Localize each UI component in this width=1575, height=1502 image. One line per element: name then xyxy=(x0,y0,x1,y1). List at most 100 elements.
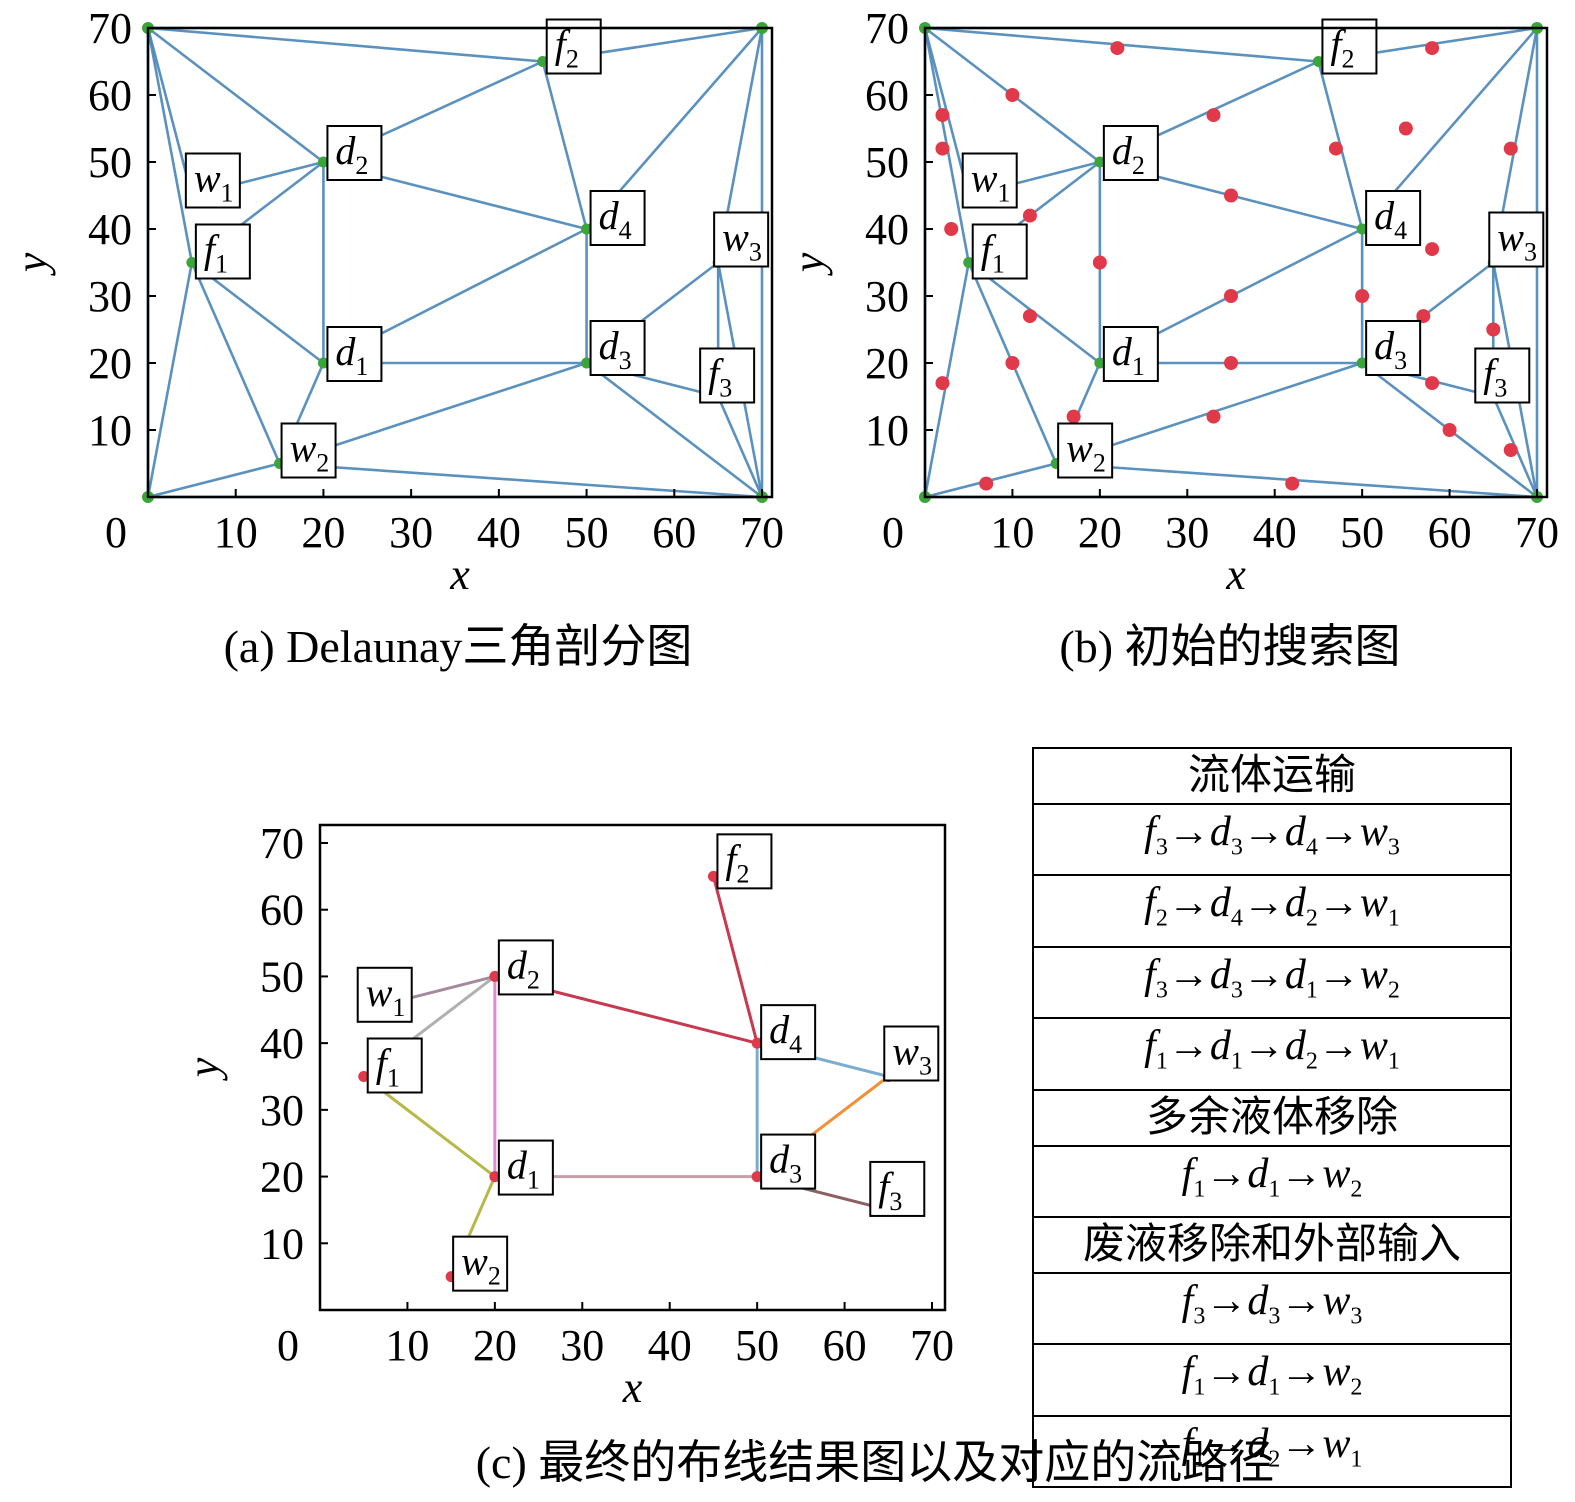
search-midpoint xyxy=(1328,141,1343,156)
search-midpoint xyxy=(1224,289,1238,303)
x-tick-label: 50 xyxy=(735,1321,779,1370)
flow-table-path: f3→d3→w3 xyxy=(1032,1271,1512,1346)
search-midpoint xyxy=(1425,376,1440,391)
node-label-d4: d4 xyxy=(769,1007,802,1059)
node-label-box xyxy=(366,1037,423,1094)
x-axis-label: x xyxy=(1225,550,1246,599)
node-label-box xyxy=(1102,326,1159,382)
search-midpoint xyxy=(935,108,950,123)
node-f1 xyxy=(358,1071,370,1082)
triangulation-edge xyxy=(147,26,543,63)
node-label-d1: d1 xyxy=(1112,329,1145,381)
search-midpoint xyxy=(1503,443,1518,458)
x-tick-label: 10 xyxy=(990,508,1034,557)
x-tick-label: 70 xyxy=(910,1321,954,1370)
triangulation-edge xyxy=(279,462,763,499)
node-label-box xyxy=(699,347,756,404)
node-d1 xyxy=(317,357,329,369)
node-d4 xyxy=(751,1037,763,1049)
x-tick-label: 60 xyxy=(1428,508,1472,557)
node-label-w2: w2 xyxy=(461,1239,501,1291)
y-tick-label: 40 xyxy=(865,205,909,254)
y-tick-label: 70 xyxy=(865,4,909,53)
node-label-d4: d4 xyxy=(599,193,632,245)
flow-table-path: f1→d1→d2→w1 xyxy=(1032,1017,1512,1091)
node-d3 xyxy=(1356,357,1368,369)
y-tick-label: 10 xyxy=(865,406,909,455)
triangulation-edge xyxy=(146,27,194,263)
node-label-box xyxy=(452,1235,509,1292)
flow-table-path: f1→d2→w1 xyxy=(1032,1414,1512,1489)
flow-table-row: f2→d4→d2→w1 xyxy=(1032,874,1512,948)
x-tick-label: 60 xyxy=(823,1321,867,1370)
node-f2 xyxy=(537,56,549,67)
flow-table-path: f3→d3→d1→w2 xyxy=(1032,945,1512,1020)
flow-table-row: f3→d3→w3 xyxy=(1032,1271,1512,1346)
triangulation-edge xyxy=(716,395,764,498)
node-d3 xyxy=(581,357,593,369)
node-d4 xyxy=(581,223,593,235)
x-tick-label: 0 xyxy=(277,1321,299,1370)
search-midpoint xyxy=(935,376,950,391)
flow-table-row: f3→d3→d4→w3 xyxy=(1032,802,1512,877)
x-tick-label: 0 xyxy=(882,508,904,557)
y-tick-label: 20 xyxy=(88,339,132,388)
node-label-box xyxy=(760,1133,817,1190)
search-midpoint xyxy=(1285,476,1300,491)
node-label-d3: d3 xyxy=(1374,323,1407,375)
y-axis-label: y xyxy=(7,252,56,276)
node-label-box xyxy=(356,966,413,1023)
node-label-box xyxy=(1365,190,1422,246)
search-midpoint xyxy=(1092,255,1107,270)
node-label-box xyxy=(326,125,383,181)
search-midpoint xyxy=(1005,356,1020,370)
x-tick-label: 30 xyxy=(1165,508,1209,557)
plot-frame xyxy=(146,26,774,499)
node-label-w3: w3 xyxy=(1497,215,1537,267)
node-label-w1: w1 xyxy=(971,156,1011,208)
y-tick-label: 40 xyxy=(88,205,132,254)
flow-table-section-header: 废液移除和外部输入 xyxy=(1032,1215,1512,1274)
search-midpoint xyxy=(1224,356,1238,370)
search-midpoint xyxy=(1503,141,1518,156)
x-tick-label: 50 xyxy=(565,508,609,557)
x-tick-label: 10 xyxy=(214,508,258,557)
x-tick-label: 0 xyxy=(105,508,127,557)
y-axis-label: y xyxy=(179,1057,228,1081)
node-label-d2: d2 xyxy=(1112,128,1145,180)
panel-caption: (b) 初始的搜索图 xyxy=(1059,621,1400,672)
node-label-box xyxy=(1102,125,1159,181)
triangulation-edge xyxy=(190,261,281,465)
node-f2 xyxy=(1312,56,1324,67)
search-midpoint xyxy=(1425,41,1440,56)
flow-table-row: 废液移除和外部输入 xyxy=(1032,1215,1512,1274)
search-midpoint xyxy=(1398,121,1413,136)
triangulation-edge xyxy=(146,262,194,498)
node-label-box xyxy=(589,320,646,376)
node-label-d2: d2 xyxy=(335,128,368,180)
y-tick-label: 30 xyxy=(260,1086,304,1135)
node-label-box xyxy=(280,422,337,479)
node-label-box xyxy=(497,1139,554,1196)
node-d3 xyxy=(751,1171,763,1183)
triangulation-edge xyxy=(585,361,763,499)
triangulation-edge xyxy=(541,61,588,230)
node-label-box xyxy=(1057,422,1114,479)
node-label-w1: w1 xyxy=(366,970,406,1022)
y-tick-label: 10 xyxy=(260,1219,304,1268)
node-f1 xyxy=(963,257,975,268)
node-d4 xyxy=(1356,223,1368,235)
node-label-box xyxy=(1365,320,1422,376)
flow-table-row: f1→d1→w2 xyxy=(1032,1343,1512,1417)
node-label-w1: w1 xyxy=(194,156,234,208)
node-label-box xyxy=(971,223,1028,280)
y-tick-label: 20 xyxy=(260,1153,304,1202)
y-tick-label: 30 xyxy=(865,272,909,321)
y-tick-label: 50 xyxy=(260,952,304,1001)
node-label-box xyxy=(961,152,1018,209)
node-label-d3: d3 xyxy=(599,323,632,375)
